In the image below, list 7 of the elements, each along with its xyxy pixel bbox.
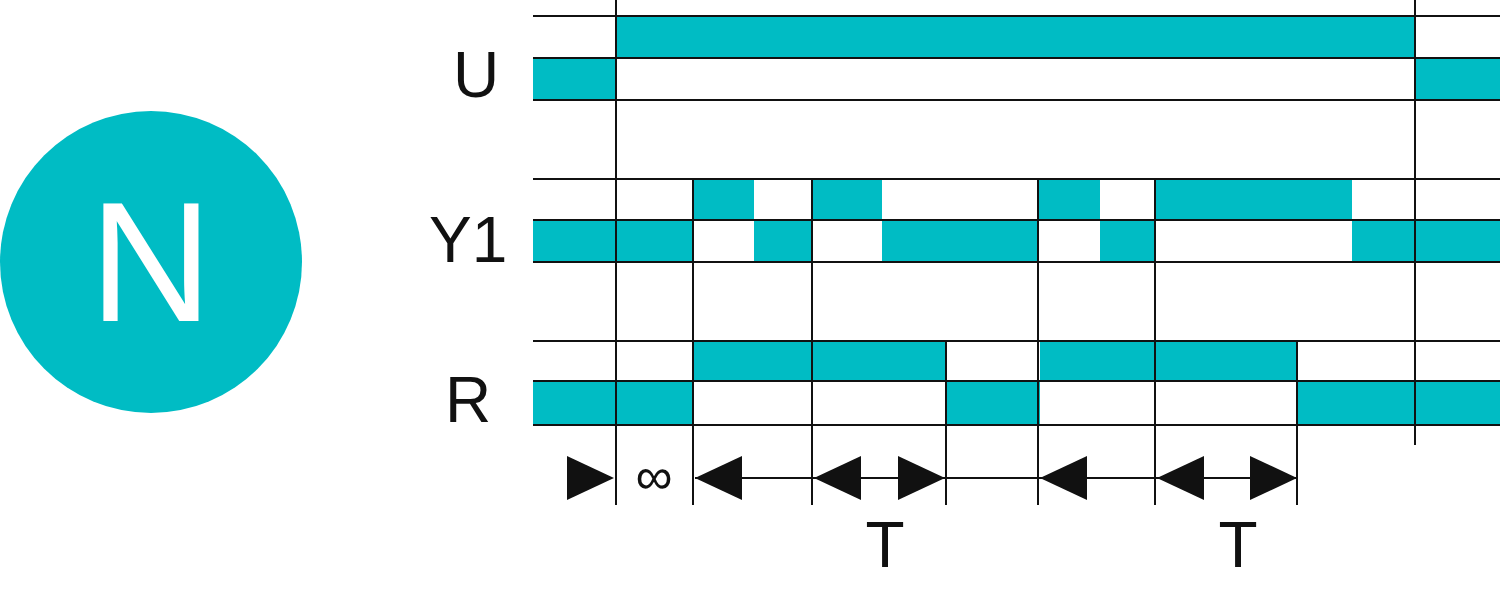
signal-label: R: [445, 368, 492, 432]
function-circle: N: [0, 111, 302, 413]
time-label: T: [1218, 513, 1258, 577]
signal-label: U: [453, 43, 500, 107]
time-label: T: [865, 513, 905, 577]
infinity-label: ∞: [635, 450, 673, 502]
signal-label: Y1: [429, 208, 508, 272]
